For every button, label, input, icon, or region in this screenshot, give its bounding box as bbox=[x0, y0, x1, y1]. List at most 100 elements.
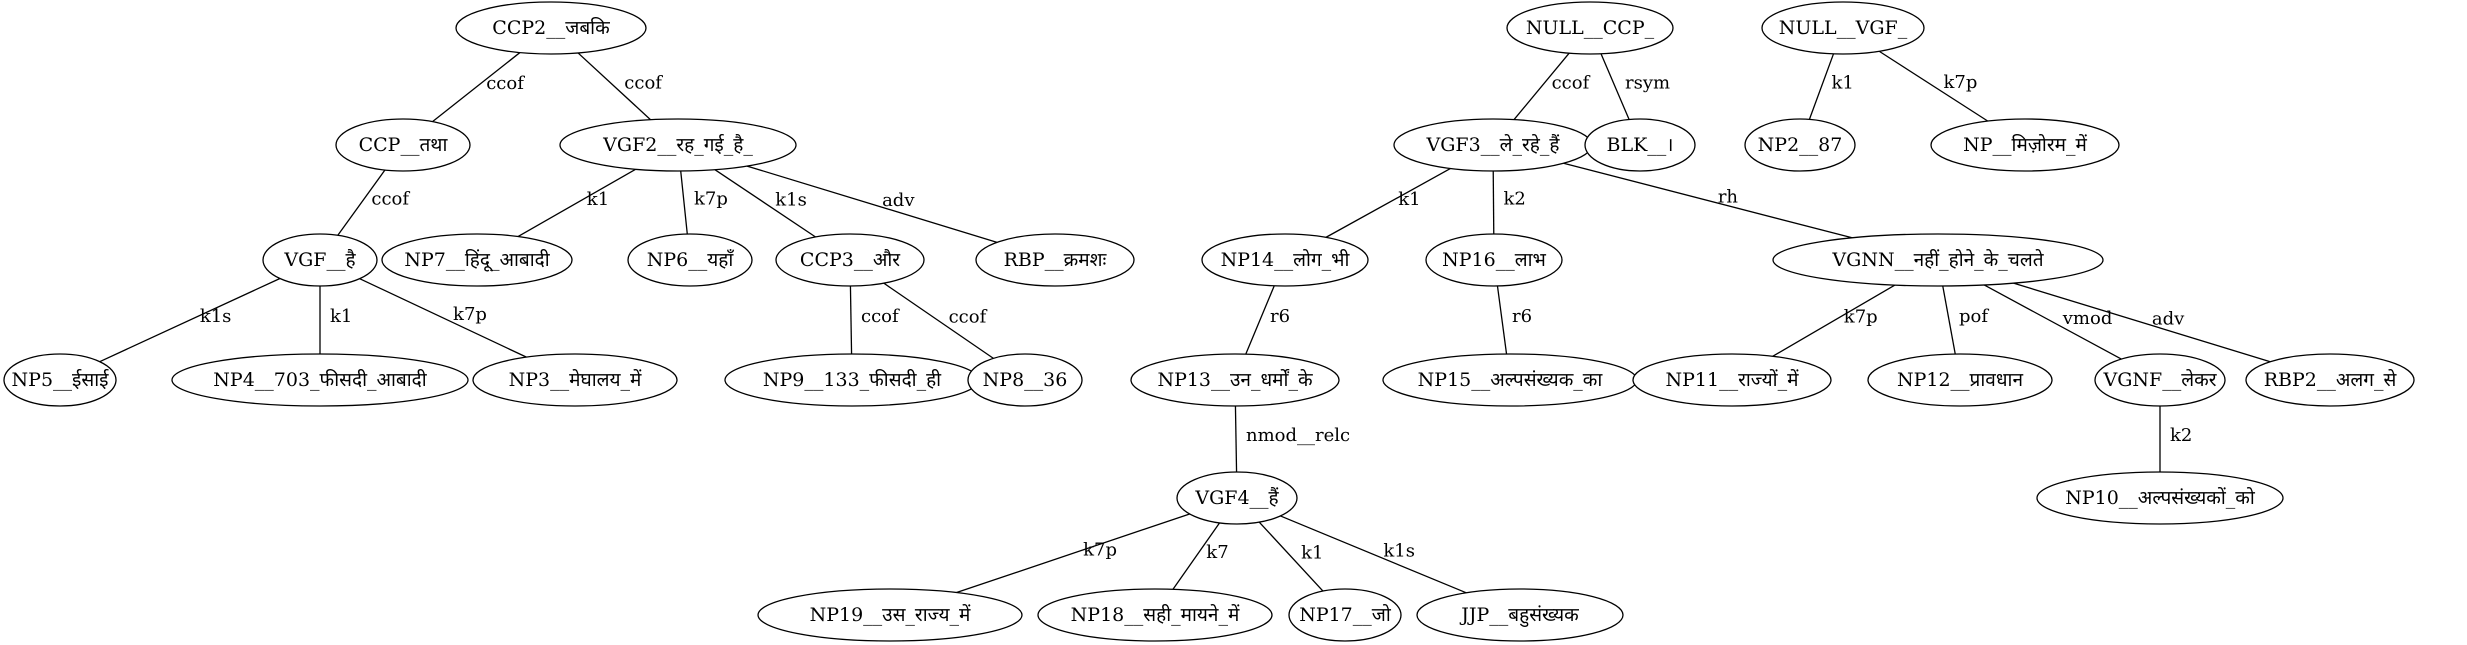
node-np19: NP19__उस_राज्य_में bbox=[757, 588, 1023, 642]
edge-label-k1: k1 bbox=[1831, 73, 1853, 94]
node-vgnn: VGNN__नहीं_होने_के_चलते bbox=[1772, 233, 2104, 287]
node-ellipse bbox=[455, 1, 647, 55]
edge-line bbox=[1942, 285, 1956, 355]
edge-label-k1: k1 bbox=[330, 306, 352, 327]
edge-vgnf-np10: k2 bbox=[2159, 406, 2192, 472]
edge-label-k7p: k7p bbox=[453, 304, 487, 325]
node-label: VGF2__रह_गई_है_ bbox=[602, 133, 753, 156]
edge-label-k1: k1 bbox=[587, 189, 609, 210]
node-ellipse bbox=[335, 118, 471, 172]
edge-line bbox=[714, 169, 816, 238]
edge-label-ccof: ccof bbox=[861, 306, 900, 327]
node-label: NP10__अल्पसंख्यकों_को bbox=[2065, 486, 2256, 509]
node-np2: NP2__87 bbox=[1744, 118, 1856, 172]
edge-label-ccof: ccof bbox=[486, 73, 525, 94]
node-label: RBP2__अलग_से bbox=[2264, 368, 2398, 391]
node-np4: NP4__703_फीसदी_आबादी bbox=[171, 353, 469, 407]
node-label: VGF3__ले_रहे_हैं bbox=[1425, 133, 1560, 156]
edge-vgf4-np19: k7p bbox=[956, 513, 1190, 594]
node-ellipse bbox=[1176, 471, 1298, 525]
node-np18: NP18__सही_मायने_में bbox=[1037, 588, 1273, 642]
node-np3: NP3__मेघालय_में bbox=[472, 353, 678, 407]
node-np9: NP9__133_फीसदी_ही bbox=[724, 353, 980, 407]
node-np5: NP5__ईसाई bbox=[3, 353, 117, 407]
edge-vgf3-vgnn: rh bbox=[1563, 162, 1853, 239]
node-label: NULL__VGF_ bbox=[1779, 17, 1908, 39]
node-jjp: JJP__बहुसंख्यक bbox=[1416, 588, 1624, 642]
node-label: NP4__703_फीसदी_आबादी bbox=[213, 368, 427, 391]
node-rbp2: RBP2__अलग_से bbox=[2245, 353, 2415, 407]
node-vgnf: VGNF__लेकर bbox=[2094, 353, 2226, 407]
edge-label-k1s: k1s bbox=[1383, 540, 1415, 561]
node-label: NP17__जो bbox=[1299, 603, 1392, 626]
edge-line bbox=[1492, 170, 1495, 235]
node-np15: NP15__अल्पसंख्यक_का bbox=[1382, 353, 1638, 407]
edge-line bbox=[1172, 522, 1221, 590]
edge-label-k7p: k7p bbox=[1944, 72, 1978, 93]
node-np13: NP13__उन_धर्मों_के bbox=[1130, 353, 1340, 407]
node-label: VGF4__हैं bbox=[1194, 486, 1279, 509]
node-label: NP16__लाभ bbox=[1442, 249, 1546, 271]
edge-line bbox=[849, 285, 853, 355]
node-label: NP8__36 bbox=[983, 369, 1068, 391]
edge-label-rsym: rsym bbox=[1625, 73, 1670, 94]
edge-label-pof: pof bbox=[1959, 306, 1989, 327]
edge-label-k1: k1 bbox=[1301, 543, 1323, 564]
edge-line bbox=[517, 168, 636, 238]
node-ellipse bbox=[1584, 118, 1696, 172]
node-label: NP6__यहाँ bbox=[647, 248, 735, 271]
node-label: JJP__बहुसंख्यक bbox=[1459, 604, 1579, 628]
edge-label-k1: k1 bbox=[1398, 189, 1420, 210]
edge-label-vmod: vmod bbox=[2062, 308, 2113, 329]
node-ellipse bbox=[1288, 588, 1402, 642]
node-label: NP12__प्रावधान bbox=[1897, 369, 2023, 391]
node-label: NP9__133_फीसदी_ही bbox=[763, 368, 942, 391]
edge-vgf2-np7: k1 bbox=[517, 168, 636, 238]
node-np: NP__मिज़ोरम_में bbox=[1930, 118, 2120, 172]
node-ellipse bbox=[2036, 471, 2284, 525]
node-vgf4: VGF4__हैं bbox=[1176, 471, 1298, 525]
node-label: NP15__अल्पसंख्यक_का bbox=[1418, 369, 1604, 391]
edge-line bbox=[680, 170, 688, 235]
edge-vgnn-np11: k7p bbox=[1772, 284, 1896, 357]
edge-label-k2: k2 bbox=[1504, 189, 1526, 210]
node-rbp: RBP__क्रमशः bbox=[975, 233, 1135, 287]
node-label: NP7__हिंदू_आबादी bbox=[404, 248, 550, 272]
edge-label-ccof: ccof bbox=[1552, 72, 1591, 93]
node-label: NP13__उन_धर्मों_के bbox=[1157, 368, 1313, 391]
edge-ccp-vgf: ccof bbox=[337, 169, 410, 236]
node-np6: NP6__यहाँ bbox=[627, 233, 753, 287]
edge-label-k1s: k1s bbox=[200, 306, 232, 327]
node-ellipse bbox=[975, 233, 1135, 287]
node-vgf: VGF__है bbox=[262, 233, 378, 287]
edge-vgf-np4: k1 bbox=[319, 286, 352, 354]
edge-label-rh: rh bbox=[1718, 187, 1739, 208]
node-label: NP11__राज्यों_में bbox=[1666, 368, 1800, 391]
edge-label-k7p: k7p bbox=[1844, 307, 1878, 328]
node-label: BLK__। bbox=[1607, 134, 1674, 156]
node-label: CCP3__और bbox=[800, 248, 901, 271]
edge-np14-np13: r6 bbox=[1245, 285, 1290, 355]
edge-line bbox=[1878, 50, 1989, 122]
node-ellipse bbox=[1201, 233, 1369, 287]
node-label: VGF__है bbox=[283, 248, 356, 271]
node-np10: NP10__अल्पसंख्यकों_को bbox=[2036, 471, 2284, 525]
node-np8: NP8__36 bbox=[967, 353, 1083, 407]
edge-ccp2-ccp: ccof bbox=[432, 52, 525, 123]
edge-line bbox=[2013, 282, 2271, 363]
edge-label-k7p: k7p bbox=[1083, 539, 1117, 560]
edge-vgf2-np6: k7p bbox=[680, 170, 728, 235]
edge-vgnn-vgnf: vmod bbox=[1983, 284, 2122, 360]
node-label: VGNN__नहीं_होने_के_चलते bbox=[1831, 248, 2044, 271]
node-nullccp: NULL__CCP_ bbox=[1506, 1, 1674, 55]
node-label: NULL__CCP_ bbox=[1526, 17, 1655, 39]
node-blk: BLK__। bbox=[1584, 118, 1696, 172]
node-np7: NP7__हिंदू_आबादी bbox=[381, 233, 573, 287]
node-nullvgf: NULL__VGF_ bbox=[1761, 1, 1925, 55]
node-np14: NP14__लोग_भी bbox=[1201, 233, 1369, 287]
node-ellipse bbox=[1867, 353, 2053, 407]
edge-nullvgf-np2: k1 bbox=[1808, 53, 1854, 120]
node-ellipse bbox=[472, 353, 678, 407]
edge-np16-np15: r6 bbox=[1496, 285, 1532, 355]
